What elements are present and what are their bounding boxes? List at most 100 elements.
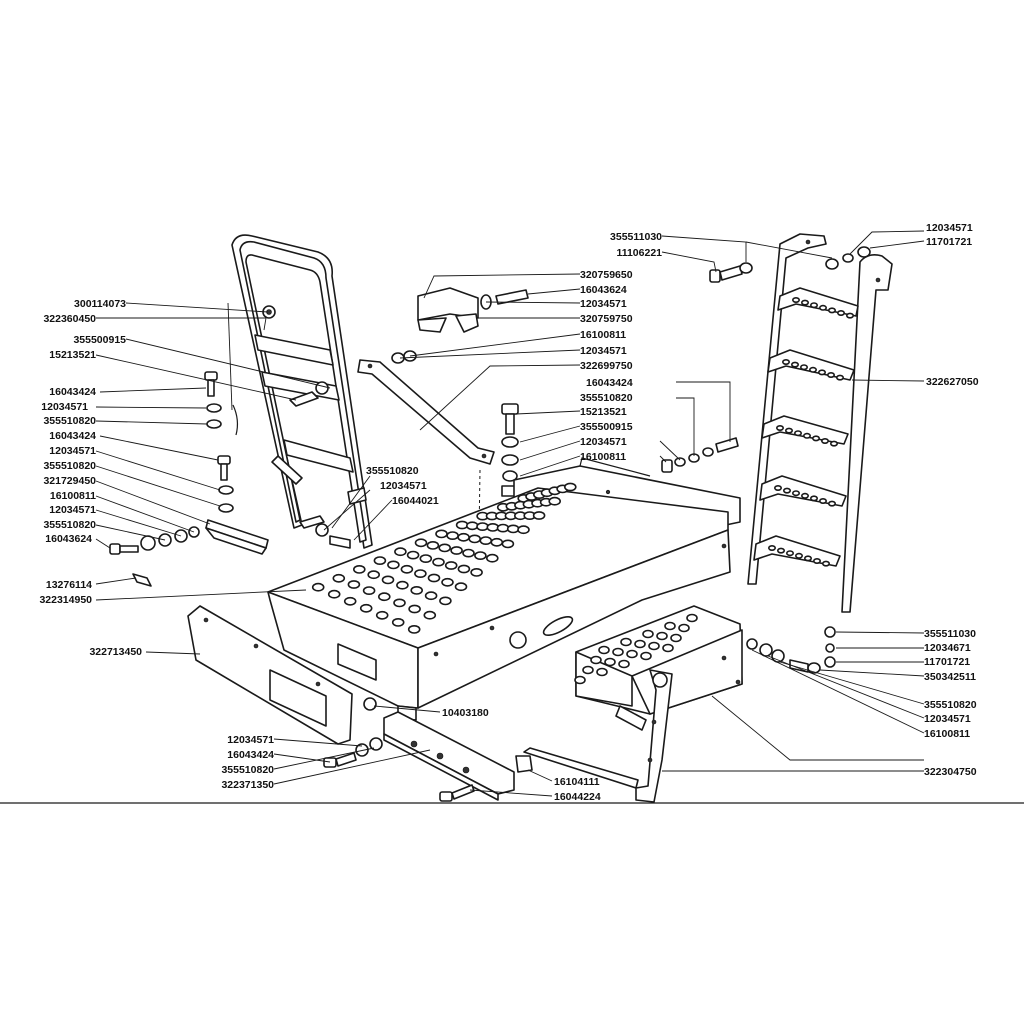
label-left-17: 322314950	[39, 594, 92, 606]
perforation-hole	[470, 568, 483, 577]
right-ladder	[661, 233, 893, 674]
box-hole	[678, 623, 690, 633]
label-center-16: 16044021	[392, 495, 439, 507]
perforation-hole	[419, 554, 433, 563]
perforation-hole	[435, 529, 448, 539]
box-hole	[640, 651, 652, 661]
label-bottom-4: 355510820	[221, 764, 274, 776]
perforation-hole	[462, 548, 475, 558]
perforation-hole	[426, 541, 440, 550]
perforation-hole	[343, 596, 357, 606]
perforation-hole	[352, 565, 366, 574]
label-center-6: 12034571	[580, 345, 627, 357]
ladder-hole	[812, 557, 821, 564]
label-left-18: 322713450	[89, 646, 142, 658]
label-left-9: 12034571	[49, 445, 96, 457]
label-right-5: 12034671	[924, 642, 971, 654]
perforation-hole	[362, 586, 376, 595]
label-bottom-5: 322371350	[221, 779, 274, 791]
perforation-hole	[311, 582, 325, 592]
label-right-6: 11701721	[924, 656, 970, 668]
label-left-14: 355510820	[43, 519, 96, 531]
left-fasteners	[109, 371, 351, 587]
label-left-15: 16043624	[45, 533, 92, 545]
perforation-hole	[400, 564, 414, 574]
perforation-hole	[457, 564, 471, 574]
perforation-hole	[474, 551, 487, 560]
perforation-hole	[367, 570, 381, 580]
ladder-hole	[829, 440, 838, 447]
ladder-hole	[803, 555, 812, 562]
ladder-hole	[802, 432, 811, 439]
box-hole	[642, 629, 654, 639]
perforation-hole	[432, 557, 445, 567]
support-strap	[523, 669, 673, 803]
perforation-hole	[444, 561, 458, 570]
perforation-hole	[396, 580, 409, 590]
side-kick-plate	[187, 605, 353, 745]
left-handrail-frame	[231, 234, 373, 549]
ladder-hole	[790, 361, 799, 368]
box-hole	[604, 657, 616, 667]
label-left-13: 12034571	[49, 504, 96, 516]
perforation-hole	[438, 543, 452, 553]
label-bottom-3: 16043424	[227, 749, 274, 761]
perforation-hole	[485, 553, 499, 563]
perforation-hole	[479, 536, 493, 545]
perforation-hole	[439, 596, 452, 606]
label-center-1: 320759650	[580, 269, 633, 281]
label-center-15: 12034571	[380, 480, 427, 492]
perforation-hole	[410, 586, 424, 595]
perforation-hole	[517, 525, 530, 535]
perforation-hole	[532, 511, 546, 520]
ladder-hole	[827, 500, 836, 507]
label-right-9: 12034571	[924, 713, 971, 725]
label-right-4: 355511030	[924, 628, 976, 640]
perforation-hole	[427, 573, 441, 583]
label-center-11: 355500915	[580, 421, 633, 433]
perforation-hole	[563, 482, 577, 492]
ladder-hole	[773, 484, 782, 491]
ladder-hole	[826, 371, 835, 378]
ladder-step-holes	[767, 296, 854, 567]
perforation-hole	[393, 598, 406, 608]
drawing	[0, 233, 1024, 804]
box-hole	[582, 665, 594, 675]
label-center-3: 12034571	[580, 298, 627, 310]
label-center-7: 322699750	[580, 360, 633, 372]
label-right-3: 322627050	[926, 376, 979, 388]
label-center-2: 16043624	[580, 284, 627, 296]
bottom-angle-bar	[323, 697, 533, 802]
perforation-hole	[446, 531, 459, 540]
label-center-18: 11106221	[616, 247, 662, 259]
center-brace-bar	[357, 287, 529, 465]
main-step-box	[267, 482, 731, 721]
perforation-hole	[373, 556, 387, 565]
ladder-hole	[827, 307, 836, 314]
ladder-hole	[808, 366, 817, 373]
perforation-hole	[391, 618, 405, 627]
leader-lines	[95, 230, 925, 797]
label-left-6: 12034571	[41, 401, 88, 413]
box-hole	[590, 655, 602, 665]
rear-box-perforations	[574, 613, 698, 685]
perforation-hole	[501, 539, 515, 549]
ladder-hole	[800, 492, 809, 499]
ladder-hole	[809, 302, 818, 309]
label-right-7: 350342511	[924, 671, 976, 683]
box-hole	[596, 667, 608, 677]
perforation-hole	[381, 575, 395, 585]
perforation-hole	[548, 496, 562, 506]
ladder-hole	[776, 547, 785, 554]
step-perforations	[311, 482, 577, 634]
ladder-hole	[799, 364, 808, 371]
perforation-hole	[394, 547, 407, 557]
ladder-hole	[809, 495, 818, 502]
ladder-hole	[800, 299, 809, 306]
perforation-hole	[408, 604, 421, 614]
ladder-hole	[782, 487, 791, 494]
ladder-hole	[793, 430, 802, 437]
label-center-5: 16100811	[580, 329, 626, 341]
